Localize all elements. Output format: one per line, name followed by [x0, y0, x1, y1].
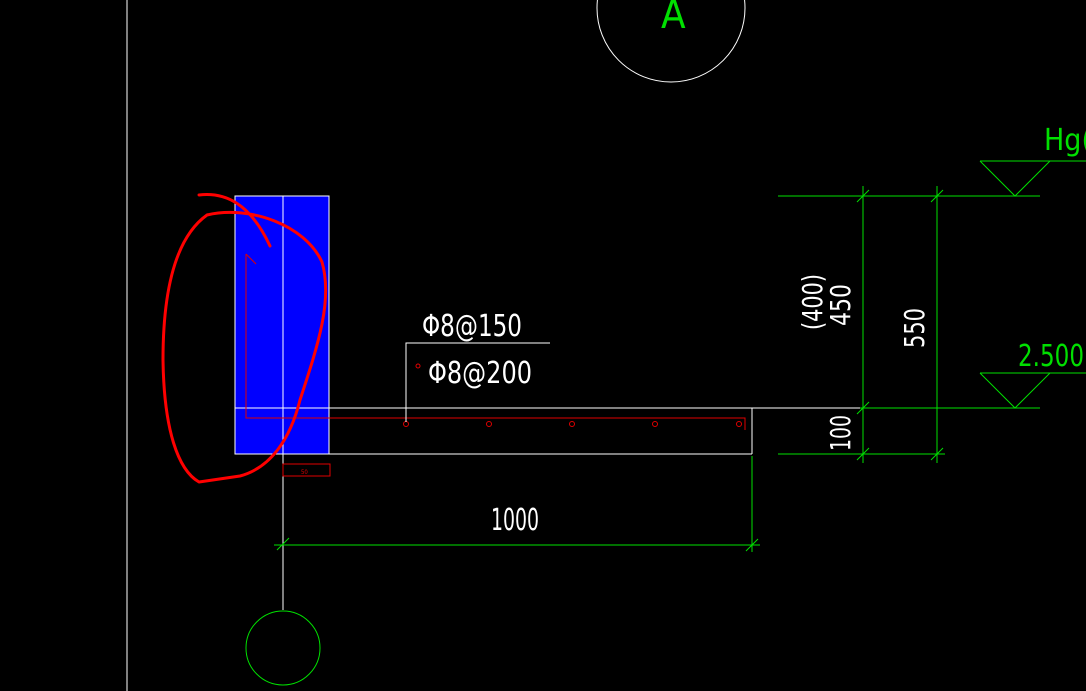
- highlighted-wall-region[interactable]: [234, 195, 330, 455]
- slab-outline[interactable]: [235, 407, 860, 455]
- rebar-layout: [245, 253, 746, 430]
- rebar-dot: [736, 421, 742, 427]
- circle-axis-icon: [596, 0, 746, 83]
- circle-axis-icon: [245, 610, 321, 686]
- dimension-paren-label: (400): [796, 274, 829, 330]
- axis-bubble-label: A: [661, 0, 686, 38]
- level-mark-mid-label: 2.500: [1018, 339, 1084, 374]
- dimension-vertical: [778, 186, 1040, 463]
- dimension-length: [274, 456, 760, 552]
- rebar-dot: [415, 363, 421, 369]
- triangle-level-icon: [979, 160, 1086, 409]
- axis-bubble-top: A: [596, 0, 746, 83]
- rebar-leader-line: [405, 342, 550, 422]
- small-tag-label: 50: [301, 469, 308, 476]
- rebar-dot: [652, 421, 658, 427]
- dimension-450-label: 450: [824, 284, 857, 326]
- rebar-dot: [403, 421, 409, 427]
- rebar-dot: [569, 421, 575, 427]
- dimension-100-label: 100: [824, 415, 857, 451]
- freehand-circle-markup: [161, 193, 328, 484]
- rebar-label-top: Φ8@150: [422, 309, 522, 344]
- dimension-550-label: 550: [898, 308, 931, 348]
- small-tag-box: [282, 463, 331, 477]
- rebar-label-bottom: Φ8@200: [428, 356, 532, 391]
- level-mark-top-label: Hg(: [1044, 123, 1086, 158]
- dimension-length-label: 1000: [491, 503, 539, 538]
- rebar-dot: [486, 421, 492, 427]
